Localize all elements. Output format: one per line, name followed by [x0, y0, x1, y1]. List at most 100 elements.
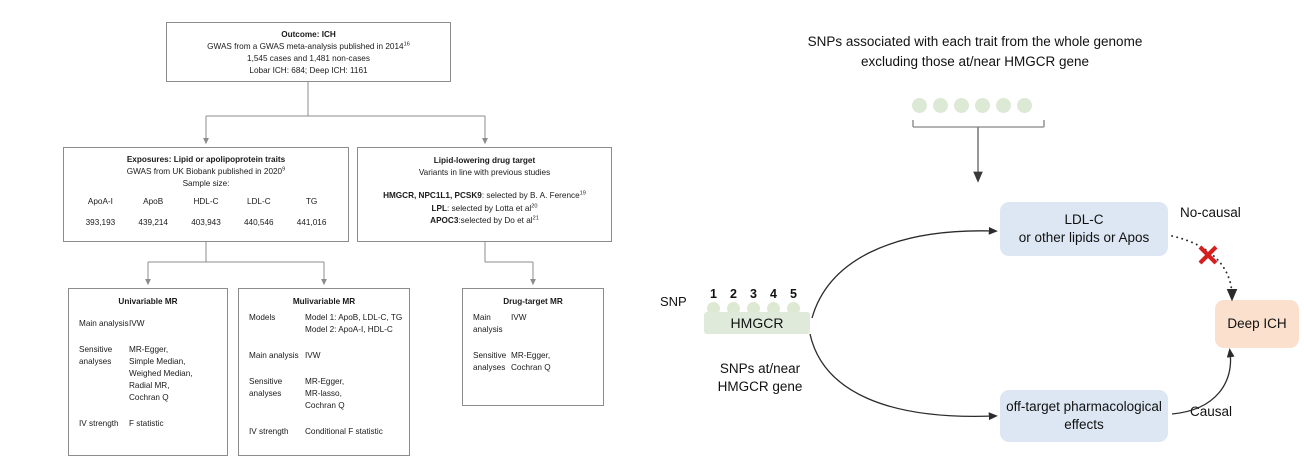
exposures-line1-text: GWAS from UK Biobank published in 2020	[126, 167, 283, 176]
univar-row-sens1: Sensitive MR-Egger,	[69, 344, 227, 356]
trait-ldlc: LDL-C	[246, 197, 271, 206]
univar-row-sens2: analyses Simple Median,	[69, 356, 227, 368]
multivar-row-model1: Models Model 1: ApoB, LDL-C, TG	[239, 312, 409, 324]
univar-val-sens3: Weighed Median,	[129, 369, 193, 378]
exposures-title: Exposures: Lipid or apolipoprotein trait…	[126, 155, 286, 164]
multivar-key-blank1	[239, 324, 305, 336]
snp-number-1: 1	[710, 287, 717, 301]
snp-dot-4	[767, 302, 780, 315]
drug-target-row-2: LPL: selected by Lotta et al20	[358, 203, 611, 216]
genome-dot-2	[933, 98, 948, 113]
drug-target-row-1: HMGCR, NPC1L1, PCSK9: selected by B. A. …	[358, 190, 611, 203]
dt-genes-1: HMGCR, NPC1L1, PCSK9	[383, 191, 482, 200]
univar-key-sens2: analyses	[79, 357, 112, 366]
multivar-val-main: IVW	[305, 351, 321, 360]
right-panel-header-line1: SNPs associated with each trait from the…	[807, 34, 1143, 49]
genome-dot-3	[954, 98, 969, 113]
outcome-line1-text: GWAS from a GWAS meta-analysis published…	[207, 42, 404, 51]
snp-number-5: 5	[790, 287, 797, 301]
exposures-trait-row: ApoA-I ApoB HDL-C LDL-C TG	[64, 197, 348, 206]
drugmr-val-main1: IVW	[511, 313, 527, 322]
dt-sup-2: 20	[531, 202, 538, 209]
multivar-row-sens3: Cochran Q	[239, 400, 409, 412]
node-off-target-effects: off-target pharmacological effects	[1000, 390, 1168, 442]
multivar-row-model2: Model 2: ApoA-I, HDL-C	[239, 324, 409, 336]
hmgcr-gene-bar: HMGCR	[704, 312, 810, 334]
exposures-samplesize-label: Sample size:	[182, 179, 230, 188]
drug-target-row-3: APOC3:selected by Do et al21	[358, 215, 611, 228]
multivar-val-sens2: MR-lasso,	[305, 389, 342, 398]
snp-number-3: 3	[750, 287, 757, 301]
node-ldl-c: LDL-C or other lipids or Apos	[1000, 202, 1168, 256]
multivar-key-main: Main analysis	[249, 351, 299, 360]
multivar-row-sens1: Sensitive MR-Egger,	[239, 376, 409, 388]
drugmr-row-sens1: Sensitive MR-Egger,	[463, 350, 603, 362]
size-hdlc: 403,943	[191, 218, 221, 227]
genome-dot-4	[975, 98, 990, 113]
snp-caption-line1: SNPs at/near	[719, 361, 801, 376]
univariable-mr-title: Univariable MR	[118, 297, 178, 306]
node-ldl-line1: LDL-C	[1064, 212, 1104, 227]
univar-row-sens5: Cochran Q	[69, 392, 227, 404]
univar-row-sens4: Radial MR,	[69, 380, 227, 392]
snp-caption-line2: HMGCR gene	[717, 379, 803, 394]
label-causal: Causal	[1190, 404, 1233, 419]
genome-dot-6	[1017, 98, 1032, 113]
univar-key-iv: IV strength	[79, 419, 119, 428]
dt-sup-3: 21	[532, 215, 539, 222]
snp-dot-1	[707, 302, 720, 315]
drug-target-mr-title: Drug-target MR	[503, 297, 563, 306]
drug-target-box: Lipid-lowering drug target Variants in l…	[357, 147, 612, 242]
outcome-line1: GWAS from a GWAS meta-analysis published…	[167, 41, 450, 53]
dt-genes-3: APOC3	[430, 216, 459, 225]
univar-val-sens4: Radial MR,	[129, 381, 170, 390]
outcome-line2: 1,545 cases and 1,481 non-cases	[247, 54, 370, 63]
univar-val-sens5: Cochran Q	[129, 393, 169, 402]
multivar-row-main: Main analysis IVW	[239, 350, 409, 362]
outcome-line1-superscript: 16	[403, 41, 410, 48]
label-no-causal: No-causal	[1180, 205, 1241, 220]
drugmr-val-main2	[511, 324, 603, 336]
univar-key-sens3	[69, 368, 129, 380]
drugmr-val-sens2: Cochran Q	[511, 363, 551, 372]
univar-row-sens3: Weighed Median,	[69, 368, 227, 380]
exposures-size-row: 393,193 439,214 403,943 440,546 441,016	[64, 218, 348, 227]
multivar-key-sens1: Sensitive	[249, 377, 283, 386]
drug-target-subtitle: Variants in line with previous studies	[418, 168, 551, 177]
snp-dot-2	[727, 302, 740, 315]
univar-key-sens1: Sensitive	[79, 345, 113, 354]
univar-val-sens2: Simple Median,	[129, 357, 186, 366]
right-panel-header-line2: excluding those at/near HMGCR gene	[860, 54, 1090, 69]
multivar-key-sens3	[239, 400, 305, 412]
multivar-key-iv: IV strength	[249, 427, 289, 436]
trait-apob: ApoB	[143, 197, 164, 206]
univar-key-sens4	[69, 380, 129, 392]
drugmr-val-sens1: MR-Egger,	[511, 351, 551, 360]
univar-val-sens1: MR-Egger,	[129, 345, 169, 354]
multivar-val-model1: Model 1: ApoB, LDL-C, TG	[305, 313, 403, 322]
multivar-val-sens1: MR-Egger,	[305, 377, 345, 386]
snp-number-4: 4	[770, 287, 777, 301]
dt-rest-3: :selected by Do et al	[458, 216, 533, 225]
multivar-val-iv: Conditional F statistic	[305, 427, 383, 436]
multivar-key-models: Models	[249, 313, 276, 322]
size-apob: 439,214	[138, 218, 168, 227]
exposures-line1: GWAS from UK Biobank published in 20209	[64, 166, 348, 178]
right-panel-header: SNPs associated with each trait from the…	[760, 32, 1190, 72]
trait-hdlc: HDL-C	[193, 197, 219, 206]
univar-key-main: Main analysis	[79, 319, 129, 328]
snp-number-2: 2	[730, 287, 737, 301]
drugmr-key-sens2: analyses	[473, 363, 506, 372]
univar-val-main: IVW	[129, 319, 145, 328]
snp-axis-label: SNP	[660, 294, 687, 309]
multivar-key-sens2: analyses	[249, 389, 282, 398]
univar-val-iv: F statistic	[129, 419, 164, 428]
exposures-box: Exposures: Lipid or apolipoprotein trait…	[63, 147, 349, 242]
drugmr-row-main2: analysis	[463, 324, 603, 336]
drugmr-key-sens1: Sensitive	[473, 351, 507, 360]
exposures-line1-superscript: 9	[282, 166, 286, 173]
